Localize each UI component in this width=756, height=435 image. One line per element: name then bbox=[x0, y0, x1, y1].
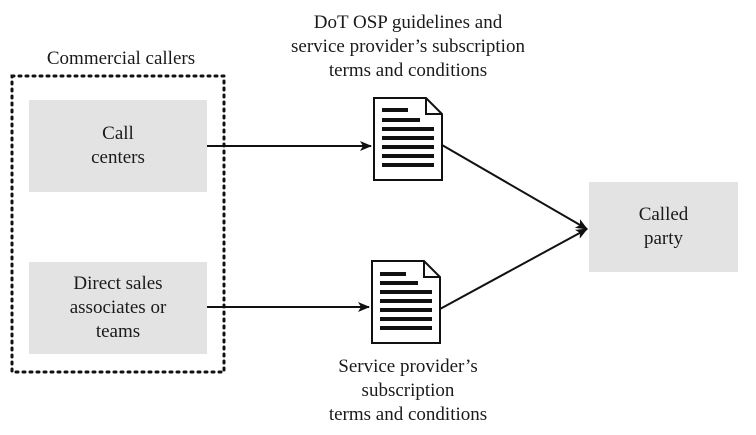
direct-sales-label-line-3: teams bbox=[95, 321, 141, 342]
called-party-box bbox=[589, 182, 738, 272]
top-document-caption-line-3: terms and conditions bbox=[328, 60, 488, 81]
direct-sales-label: Direct sales associates or teams bbox=[29, 262, 207, 354]
bottom-document-caption: Service provider’s subscription terms an… bbox=[288, 355, 528, 427]
bottom-document-caption-line-2: subscription bbox=[361, 380, 455, 401]
commercial-callers-boundary bbox=[10, 74, 226, 374]
commercial-callers-title: Commercial callers bbox=[18, 47, 224, 71]
direct-sales-label-line-1: Direct sales bbox=[73, 273, 163, 294]
called-party-label-line-2: party bbox=[643, 228, 684, 249]
call-centers-box bbox=[29, 100, 207, 192]
top-document-caption-line-2: service provider’s subscription bbox=[291, 36, 525, 57]
document-icon-top bbox=[373, 97, 443, 181]
arrow-bottom-document-to-called-party bbox=[439, 228, 588, 310]
call-centers-label-line-1: Call bbox=[102, 123, 134, 144]
arrow-top-document-to-called-party bbox=[441, 144, 588, 230]
document-icon-bottom bbox=[371, 260, 441, 344]
direct-sales-box bbox=[29, 262, 207, 354]
top-document-caption-line-1: DoT OSP guidelines and bbox=[313, 12, 503, 33]
call-centers-label: Call centers bbox=[29, 100, 207, 192]
direct-sales-label-line-2: associates or bbox=[69, 297, 167, 318]
top-document-caption: DoT OSP guidelines and service provider’… bbox=[238, 11, 578, 83]
called-party-label: Called party bbox=[589, 182, 738, 272]
commercial-callers-title-text: Commercial callers bbox=[46, 48, 196, 69]
called-party-label-line-1: Called bbox=[638, 204, 689, 225]
bottom-document-caption-line-3: terms and conditions bbox=[328, 404, 488, 425]
call-centers-label-line-2: centers bbox=[91, 147, 145, 168]
bottom-document-caption-line-1: Service provider’s bbox=[338, 356, 478, 377]
